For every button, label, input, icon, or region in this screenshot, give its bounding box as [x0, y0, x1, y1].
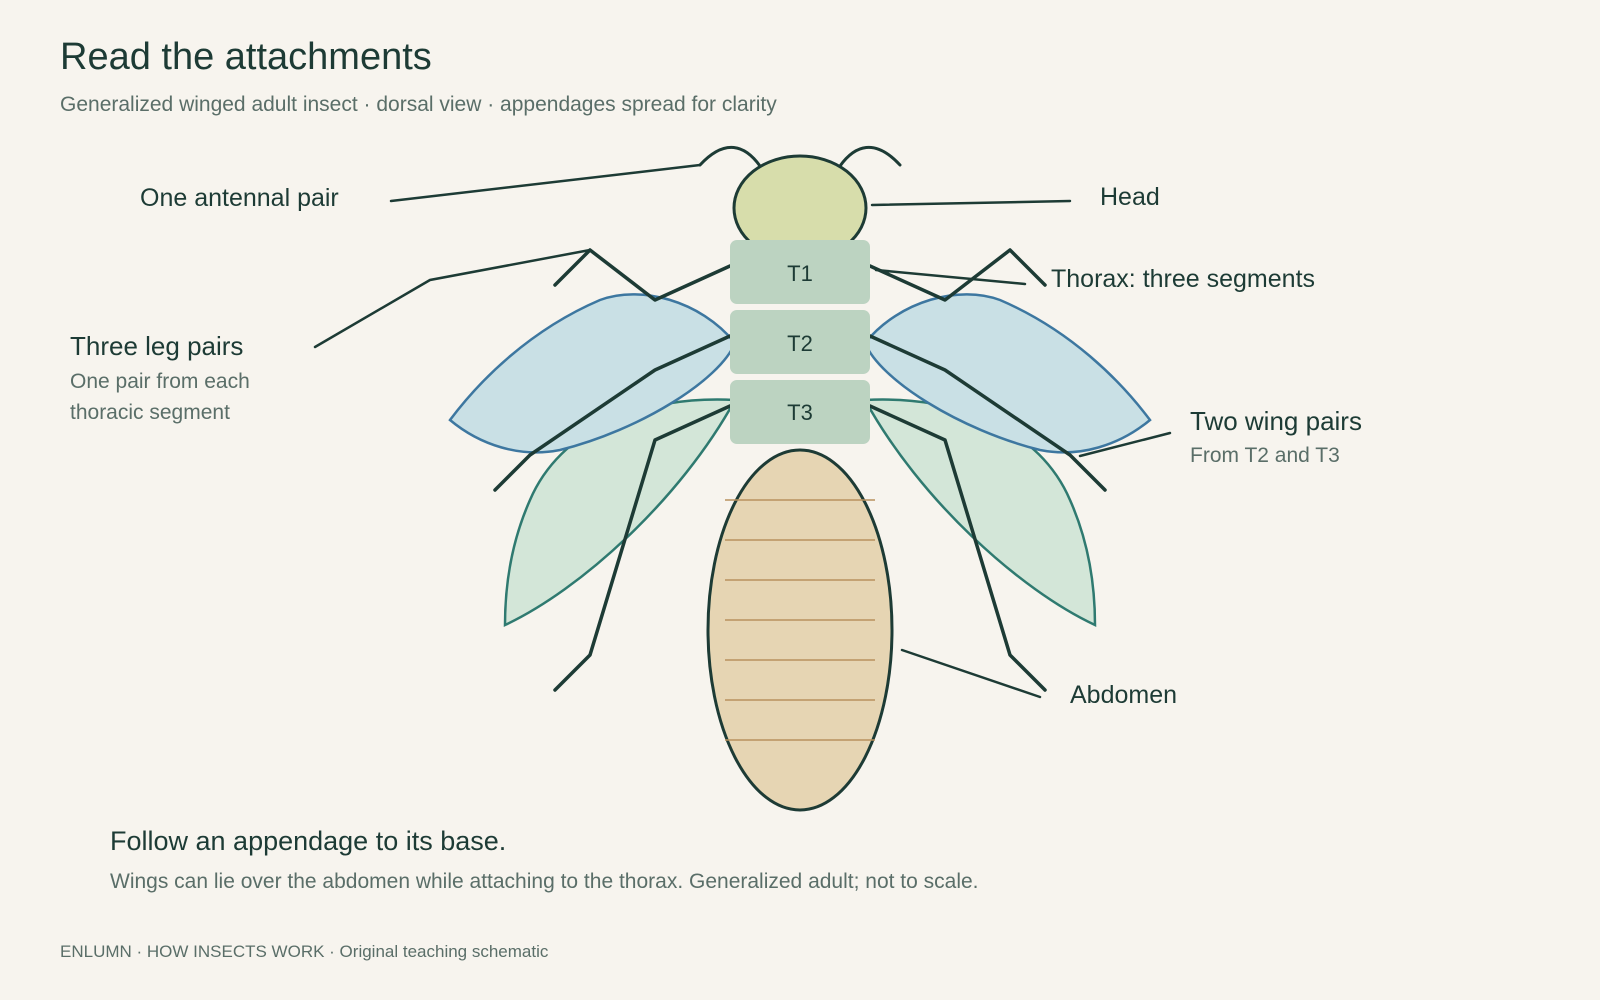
antenna-label: One antennal pair — [140, 184, 339, 212]
thorax-segment-t3 — [730, 380, 870, 444]
legs-label: Three leg pairs — [70, 331, 244, 361]
left-hind-leg — [553, 404, 732, 692]
thorax-segment-t2 — [730, 310, 870, 374]
legs-leader-line — [313, 248, 592, 349]
legs-note: One pair from each thoracic segment — [70, 366, 250, 428]
right-fore-wing — [863, 293, 1152, 454]
note-text: Wings can lie over the abdomen while att… — [110, 870, 979, 893]
thorax-leader-line — [874, 268, 1027, 286]
abdomen — [706, 448, 894, 812]
left-fore-wing — [448, 293, 737, 454]
page-subtitle: Generalized winged adult insect · dorsal… — [60, 93, 777, 116]
page-title: Read the attachments — [60, 36, 432, 78]
segment-label-t1: T1 — [787, 261, 813, 286]
left-antenna — [698, 146, 762, 168]
right-mid-leg — [868, 334, 1107, 492]
legs-note-line-2: thoracic segment — [70, 401, 230, 424]
right-hind-leg — [868, 404, 1047, 692]
wings-label: Two wing pairs — [1190, 406, 1362, 436]
wings-note: From T2 and T3 — [1190, 444, 1340, 467]
abdomen-leader-line — [900, 648, 1042, 699]
footer-credit: ENLUMN · HOW INSECTS WORK · Original tea… — [60, 942, 549, 961]
segment-label-t2: T2 — [787, 331, 813, 356]
abdomen-label: Abdomen — [1070, 681, 1178, 709]
thorax-label: Thorax: three segments — [1051, 265, 1316, 293]
antenna-leader-line — [389, 163, 702, 203]
right-fore-leg — [868, 248, 1047, 302]
left-fore-leg — [553, 248, 732, 302]
wings-leader-line — [1078, 431, 1172, 458]
legs-note-line-1: One pair from each — [70, 370, 250, 393]
segment-label-t3: T3 — [787, 400, 813, 425]
head-label: Head — [1100, 183, 1160, 211]
note-title: Follow an appendage to its base. — [110, 826, 507, 856]
left-mid-leg — [493, 334, 732, 492]
head-leader-line — [870, 199, 1072, 207]
thorax-segment-t1 — [730, 240, 870, 304]
right-antenna — [838, 146, 902, 168]
